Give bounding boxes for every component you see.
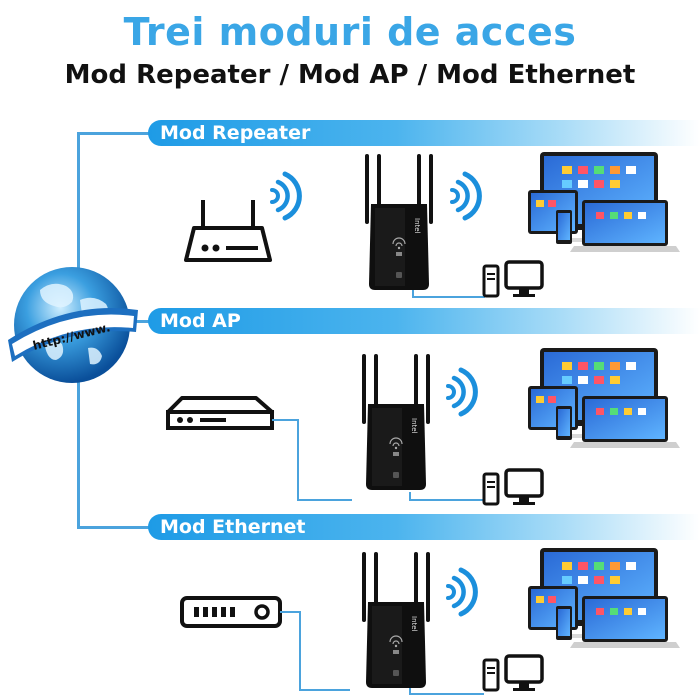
- wifi-signal-icon: [448, 370, 475, 414]
- wifi-extender-icon: [361, 551, 431, 689]
- wifi-signal-icon: [452, 174, 479, 218]
- mode-label: Mod Ethernet: [160, 516, 306, 538]
- connection-branch-repeater: [77, 132, 152, 135]
- mode-banner-repeater: Mod Repeater: [148, 120, 700, 146]
- mode-banner-ap: Mod AP: [148, 308, 700, 334]
- ethernet-cable: [412, 290, 485, 298]
- wifi-signal-icon: [448, 570, 475, 614]
- connection-branch-ethernet: [77, 526, 152, 529]
- page-title: Trei moduri de acces: [123, 10, 577, 54]
- ethernet-cable: [409, 492, 484, 501]
- ethernet-cable: [409, 688, 484, 695]
- ethernet-cable: [280, 611, 350, 691]
- desktop-pc-icon: [482, 654, 544, 693]
- modem-icon: [180, 596, 282, 628]
- mode-label: Mod Repeater: [160, 122, 311, 144]
- globe-icon: http://www.: [8, 267, 138, 383]
- page-subtitle: Mod Repeater / Mod AP / Mod Ethernet: [64, 60, 636, 90]
- mode-banner-ethernet: Mod Ethernet: [148, 514, 700, 540]
- devices-icon: [528, 348, 680, 448]
- devices-icon: [528, 152, 680, 252]
- access-point-icon: [166, 396, 274, 430]
- desktop-pc-icon: [482, 468, 544, 507]
- desktop-pc-icon: [482, 260, 544, 299]
- ethernet-cable: [272, 419, 352, 501]
- mode-label: Mod AP: [160, 310, 241, 332]
- wifi-extender-icon: [361, 353, 431, 491]
- router-icon: [184, 200, 272, 262]
- wifi-extender-icon: [364, 153, 434, 291]
- devices-icon: [528, 548, 680, 648]
- wifi-signal-icon: [272, 174, 299, 218]
